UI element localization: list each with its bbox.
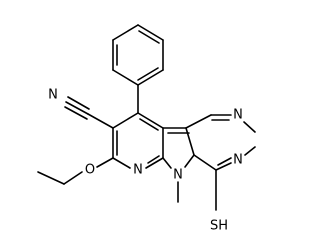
nitrile-n-label: N <box>48 88 58 103</box>
ethoxy-group <box>37 157 114 185</box>
nitrile-group <box>64 96 114 129</box>
pyridine-n-label: N <box>133 163 143 178</box>
pyrimidine-n-top-label: N <box>233 108 243 123</box>
thiol-sh-label: SH <box>210 219 228 234</box>
ethoxy-o-label: O <box>85 163 95 178</box>
phenyl-ring <box>112 24 164 86</box>
pyrrole-n-label: N <box>173 168 183 183</box>
pyridine-ring <box>112 112 164 169</box>
pyrimidine-n-right-label: N <box>233 153 243 168</box>
pyrimidine-ring <box>185 114 256 171</box>
pyrrole-ring <box>162 127 195 169</box>
